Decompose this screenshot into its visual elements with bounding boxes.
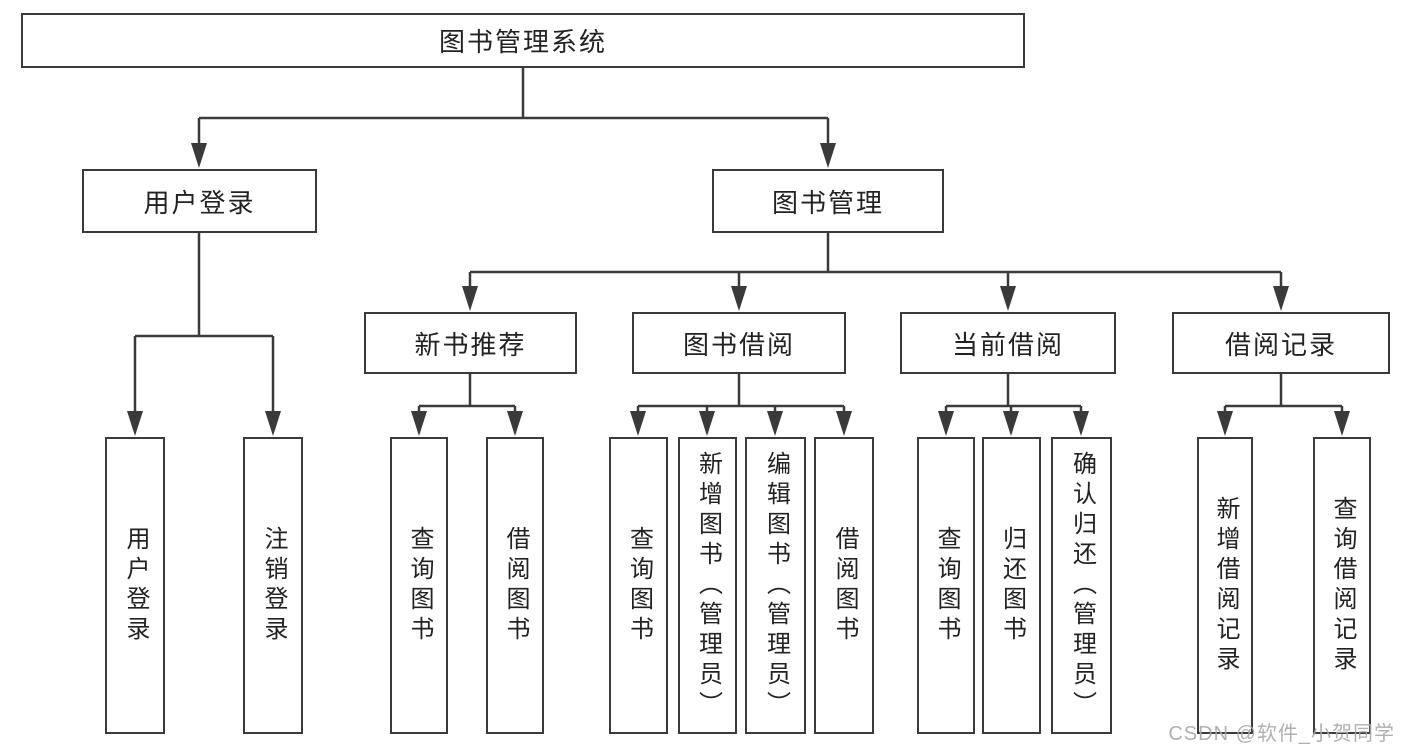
leaf-borrowing-query-books: 查询图书 <box>609 437 668 734</box>
csdn-watermark: CSDN @软件_小贺同学 <box>1168 723 1395 745</box>
leaf-query-borrow-record: 查询借阅记录 <box>1313 437 1371 734</box>
arrow-icon <box>820 143 836 168</box>
node-book-management: 图书管理 <box>712 169 944 233</box>
leaf-user-login: 用户登录 <box>105 437 165 734</box>
node-library-management-system: 图书管理系统 <box>21 13 1025 68</box>
node-new-book-recommendation: 新书推荐 <box>364 312 577 374</box>
node-book-borrowing: 图书借阅 <box>632 312 846 374</box>
arrow-icon <box>462 286 478 311</box>
leaf-current-query-books: 查询图书 <box>917 437 975 734</box>
arrow-icon <box>938 411 954 436</box>
leaf-edit-books-admin: 编辑图书（管理员） <box>745 437 806 734</box>
arrow-icon <box>836 411 852 436</box>
elbow-connectors <box>133 68 1344 414</box>
leaf-logout: 注销登录 <box>243 437 303 734</box>
arrow-icon <box>767 411 783 436</box>
leaf-confirm-return-admin: 确认归还（管理员） <box>1051 437 1112 734</box>
leaf-recommend-query-books: 查询图书 <box>390 437 448 734</box>
arrow-icon <box>1334 411 1350 436</box>
arrow-icon <box>1273 286 1289 311</box>
arrow-icon <box>1073 411 1089 436</box>
arrow-icon <box>1003 411 1019 436</box>
arrow-icon <box>127 411 143 436</box>
leaf-borrow-books: 借阅图书 <box>814 437 874 734</box>
arrow-icon <box>191 143 207 168</box>
arrowheads <box>127 143 1350 436</box>
arrow-icon <box>630 411 646 436</box>
arrow-icon <box>731 286 747 311</box>
arrow-icon <box>699 411 715 436</box>
leaf-recommend-borrow-books: 借阅图书 <box>486 437 544 734</box>
leaf-return-books: 归还图书 <box>982 437 1041 734</box>
node-current-borrowing: 当前借阅 <box>900 312 1116 374</box>
leaf-add-borrow-record: 新增借阅记录 <box>1197 437 1253 734</box>
node-user-login: 用户登录 <box>82 169 317 233</box>
arrow-icon <box>1217 411 1233 436</box>
arrow-icon <box>1000 286 1016 311</box>
arrow-icon <box>411 411 427 436</box>
node-borrowing-records: 借阅记录 <box>1172 312 1390 374</box>
leaf-add-books-admin: 新增图书（管理员） <box>678 437 737 734</box>
arrow-icon <box>265 411 281 436</box>
arrow-icon <box>507 411 523 436</box>
